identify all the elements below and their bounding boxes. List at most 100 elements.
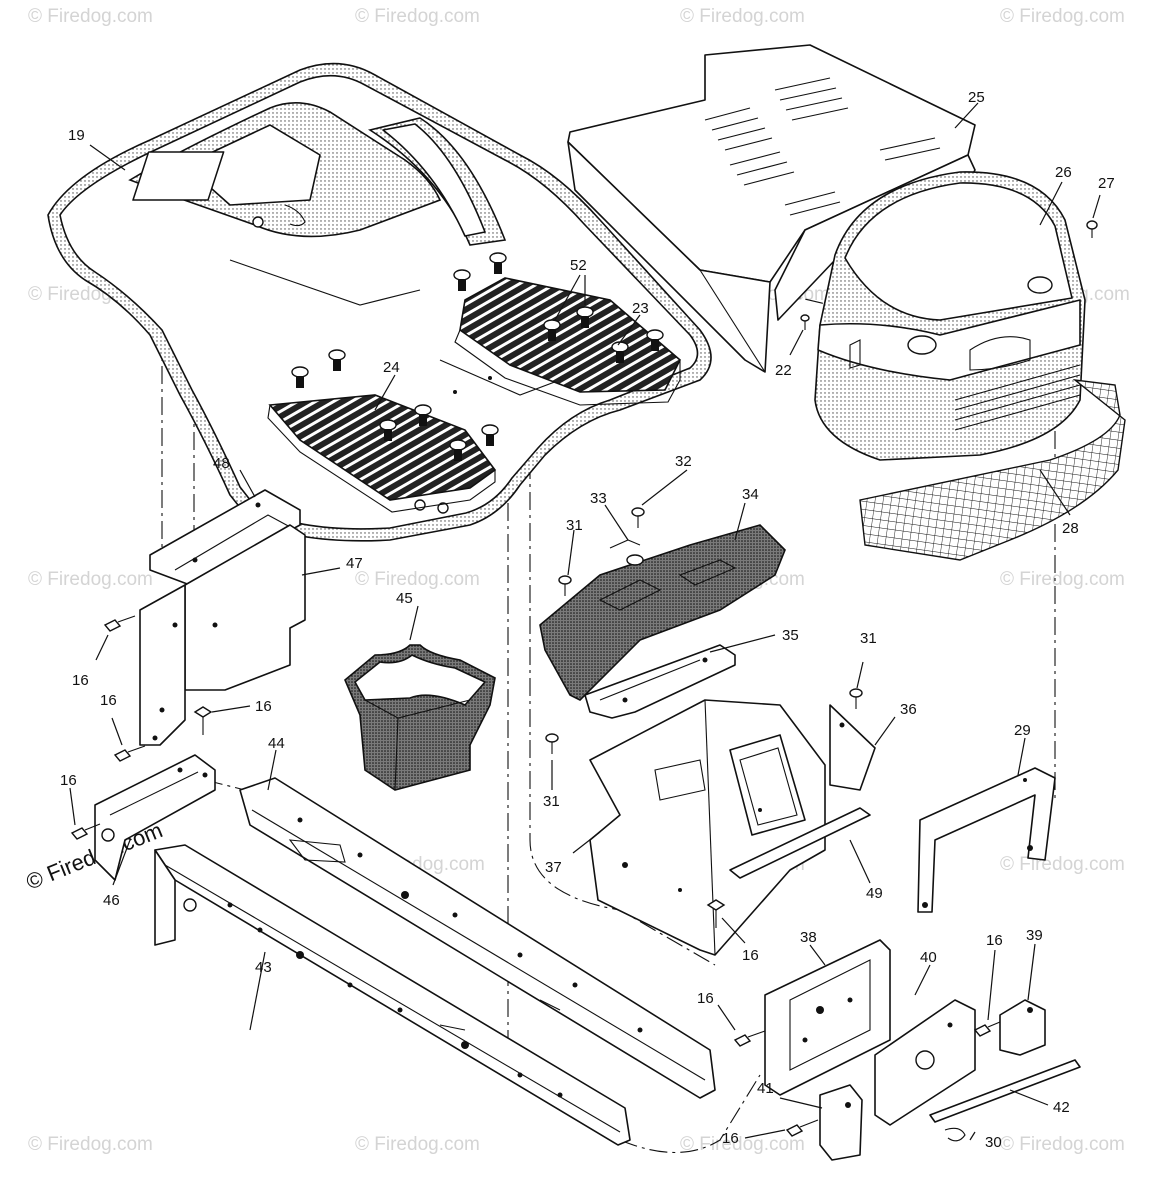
svg-text:© Firedog.com: © Firedog.com [355, 569, 480, 590]
rod [929, 1059, 1081, 1123]
callout-16-c: 16 [255, 698, 272, 715]
screw-icon [631, 507, 645, 528]
callout-16-d: 16 [60, 772, 77, 789]
svg-text:© Firedog.com: © Firedog.com [28, 569, 153, 590]
plug-icon [646, 329, 664, 351]
svg-text:© Firedog.com: © Firedog.com [1000, 569, 1125, 590]
callout-32: 32 [675, 453, 692, 470]
battery-box [344, 644, 496, 791]
callout-29: 29 [1014, 722, 1031, 739]
callout-26: 26 [1055, 164, 1072, 181]
bolt-icon [70, 823, 101, 840]
bolt-hardware [70, 220, 1098, 1137]
plug-icon [489, 252, 507, 274]
callout-49: 49 [866, 885, 883, 902]
svg-text:© Firedog.com: © Firedog.com [28, 1134, 153, 1155]
callout-16-f: 16 [697, 990, 714, 1007]
lift-bracket-left [819, 1084, 863, 1161]
left-footrest-mat [267, 394, 497, 513]
svg-text:© Firedog.com: © Firedog.com [28, 6, 153, 27]
hood-vents [704, 77, 941, 216]
svg-text:© Firedog.com: © Firedog.com [1000, 1134, 1125, 1155]
callout-25: 25 [968, 89, 985, 106]
callout-35: 35 [782, 627, 799, 644]
grille-housing [814, 171, 1086, 461]
hairpin-clip [944, 1127, 966, 1142]
callout-23: 23 [632, 300, 649, 317]
callout-44: 44 [268, 735, 285, 752]
callout-41: 41 [757, 1080, 774, 1097]
dash-bracket [584, 644, 736, 719]
plug-icon [379, 419, 397, 441]
svg-text:© Firedog.com: © Firedog.com [680, 6, 805, 27]
bolt-icon [785, 1119, 819, 1137]
callout-31-a: 31 [566, 517, 583, 534]
callout-36: 36 [900, 701, 917, 718]
bolt-icon [733, 1030, 766, 1047]
bolt-icon [103, 615, 136, 632]
bolt-icon [973, 1021, 1001, 1037]
frame-rail-lower [154, 844, 631, 1146]
rear-bracket [874, 999, 976, 1126]
side-shield [139, 524, 306, 746]
callout-27: 27 [1098, 175, 1115, 192]
fender-body [47, 62, 712, 542]
svg-text:© Firedog.com: © Firedog.com [680, 1134, 805, 1155]
callout-42: 42 [1053, 1099, 1070, 1116]
plug-icon [449, 439, 467, 461]
callout-31-b: 31 [860, 630, 877, 647]
callout-34: 34 [742, 486, 759, 503]
screw-icon [849, 688, 863, 709]
support-bar [729, 807, 871, 879]
callout-16-b: 16 [100, 692, 117, 709]
plug-icon [481, 424, 499, 446]
callout-28: 28 [1062, 520, 1079, 537]
screw-icon [800, 314, 810, 330]
bolt-icon [113, 745, 146, 762]
right-footrest-mat [454, 277, 681, 406]
callout-24: 24 [383, 359, 400, 376]
cover-plate [829, 704, 876, 791]
svg-text:© Firedog.com: © Firedog.com [355, 1134, 480, 1155]
plug-icon [543, 319, 561, 341]
callout-46: 46 [103, 892, 120, 909]
callout-33: 33 [590, 490, 607, 507]
callout-22: 22 [775, 362, 792, 379]
plug-icon [453, 269, 471, 291]
hood-bracket [917, 767, 1056, 913]
callout-16-g: 16 [986, 932, 1003, 949]
frame-rail-upper [239, 777, 716, 1099]
callout-52: 52 [570, 257, 587, 274]
callout-37: 37 [545, 859, 562, 876]
callout-16-h: 16 [722, 1130, 739, 1147]
screw-icon [1086, 220, 1098, 238]
lift-bracket-right [999, 999, 1046, 1056]
callout-16-e: 16 [742, 947, 759, 964]
svg-text:© Firedog.com: © Firedog.com [1000, 854, 1125, 875]
bolt-icon [706, 899, 726, 928]
callout-40: 40 [920, 949, 937, 966]
screw-icon [558, 575, 572, 596]
upper-shield [149, 489, 301, 586]
plug-icon [414, 404, 432, 426]
callout-48: 48 [213, 455, 230, 472]
leader-lines [69, 102, 1101, 1141]
svg-text:© Firedog.com: © Firedog.com [1000, 6, 1125, 27]
screw-icon [545, 733, 559, 754]
axle-bracket [94, 754, 216, 881]
callouts: 19 25 26 27 22 28 23 24 52 48 47 16 16 1… [60, 89, 1115, 1151]
rear-plate [764, 939, 891, 1096]
callout-19: 19 [68, 127, 85, 144]
callout-16-a: 16 [72, 672, 89, 689]
callout-39: 39 [1026, 927, 1043, 944]
callout-43: 43 [255, 959, 272, 976]
callout-47: 47 [346, 555, 363, 572]
plug-icon [328, 349, 346, 371]
svg-text:© Firedog.com: © Firedog.com [355, 6, 480, 27]
plug-icon [291, 366, 309, 388]
callout-38: 38 [800, 929, 817, 946]
pedestal [589, 699, 826, 956]
plug-icon [576, 306, 594, 328]
callout-31-c: 31 [543, 793, 560, 810]
mat-plugs [291, 252, 664, 461]
